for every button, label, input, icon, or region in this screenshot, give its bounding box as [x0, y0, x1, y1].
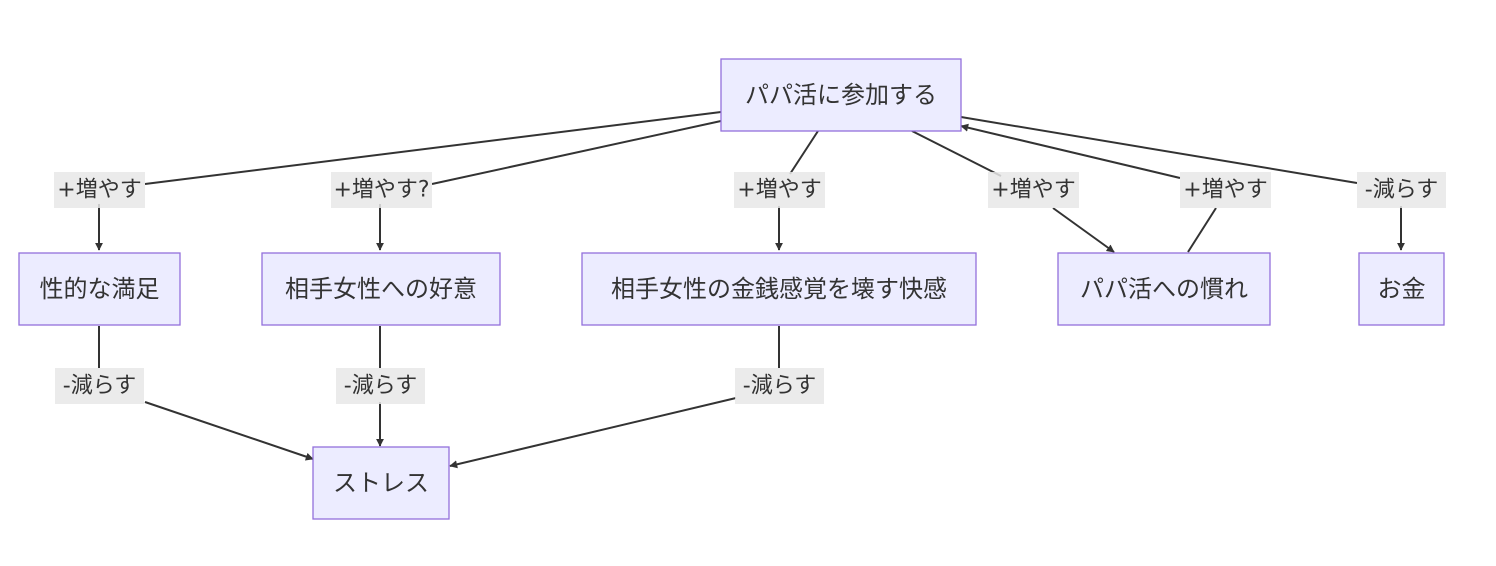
node-money: お金	[1358, 252, 1445, 326]
edge-label-text: +増やす	[57, 178, 141, 203]
edge-label: +増やす	[734, 172, 825, 208]
edge-label: -減らす	[1357, 172, 1446, 208]
edge-label-text: +増やす	[1183, 178, 1267, 203]
node-label: 相手女性の金銭感覚を壊す快感	[611, 275, 947, 303]
edge-label-text: +増やす	[991, 178, 1075, 203]
edge-label: -減らす	[735, 368, 824, 404]
node-sexual-satisfaction: 性的な満足	[18, 252, 181, 326]
edge-label: -減らす	[336, 368, 425, 404]
edge-participate-to-sexual	[99, 111, 722, 250]
edge-label: +増やす	[988, 172, 1079, 208]
edge-label: +増やす	[54, 172, 145, 208]
edge-label: -減らす	[55, 368, 144, 404]
node-pleasure: 相手女性の金銭感覚を壊す快感	[581, 252, 977, 326]
node-label: ストレス	[333, 469, 429, 497]
node-favor: 相手女性への好意	[261, 252, 501, 326]
edge-habit-to-participate	[961, 126, 1217, 253]
node-stress: ストレス	[312, 446, 450, 520]
nodes: パパ活に参加する 性的な満足 相手女性への好意 相手女性の金銭感覚を壊す快感 パ…	[18, 58, 1445, 520]
edge-participate-to-money	[960, 116, 1401, 250]
node-label: 性的な満足	[40, 275, 160, 303]
edge-label: +増やす?	[331, 172, 432, 208]
node-label: パパ活に参加する	[745, 81, 937, 109]
edges	[98, 111, 1401, 466]
edge-participate-to-favor	[380, 120, 722, 250]
edge-label-text: -減らす	[63, 374, 137, 399]
edge-label-text: -減らす	[1365, 178, 1439, 203]
edge-label-text: -減らす	[344, 374, 418, 399]
node-participate: パパ活に参加する	[720, 58, 962, 132]
edge-label: +増やす	[1180, 172, 1271, 208]
node-label: 相手女性への好意	[285, 275, 477, 303]
node-label: パパ活への慣れ	[1080, 275, 1248, 303]
edge-participate-to-pleasure	[779, 130, 819, 250]
edge-label-text: +増やす?	[333, 178, 429, 203]
edge-label-text: +増やす	[737, 178, 821, 203]
edge-labels: +増やす +増やす? +増やす +増やす +増やす -減らす -減らす -減ら	[54, 172, 1446, 404]
edge-pleasure-to-stress	[450, 326, 780, 466]
edge-sexual-to-stress	[98, 326, 313, 459]
node-label: お金	[1378, 275, 1426, 303]
edge-participate-to-habit	[911, 130, 1114, 252]
node-habit: パパ活への慣れ	[1057, 252, 1271, 326]
edge-label-text: -減らす	[743, 374, 817, 399]
